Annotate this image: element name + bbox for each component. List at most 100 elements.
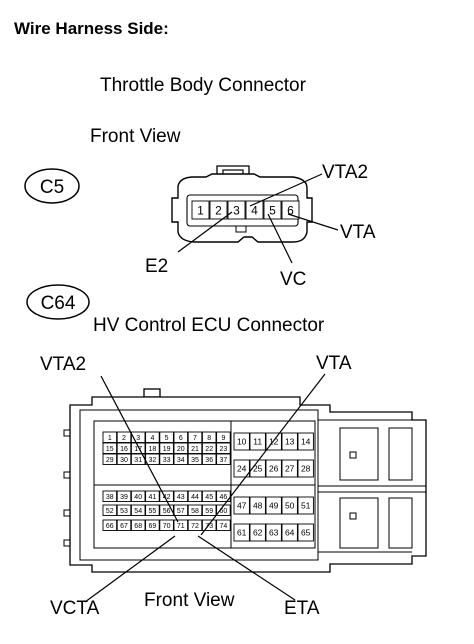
svg-text:31: 31 bbox=[134, 457, 142, 464]
c5-pin-6: 6 bbox=[281, 200, 300, 220]
svg-text:4: 4 bbox=[150, 435, 154, 442]
svg-text:46: 46 bbox=[220, 494, 228, 501]
c64-pin-43: 43 bbox=[173, 490, 189, 502]
svg-text:15: 15 bbox=[106, 446, 114, 453]
c64-pin-65: 65 bbox=[297, 523, 314, 542]
svg-text:37: 37 bbox=[220, 457, 228, 464]
c5-pin-1: 1 bbox=[191, 200, 210, 220]
c64-pin-74: 74 bbox=[216, 519, 231, 531]
c64-vta-label: VTA bbox=[316, 353, 352, 374]
c64-pin-71: 71 bbox=[173, 519, 189, 531]
svg-text:3: 3 bbox=[136, 435, 140, 442]
svg-text:30: 30 bbox=[120, 457, 128, 464]
c64-id-badge bbox=[26, 284, 90, 320]
svg-text:67: 67 bbox=[120, 523, 128, 530]
svg-text:32: 32 bbox=[149, 457, 157, 464]
c64-pin-70: 70 bbox=[159, 519, 174, 531]
svg-text:50: 50 bbox=[285, 501, 295, 511]
svg-text:39: 39 bbox=[120, 494, 128, 501]
svg-text:34: 34 bbox=[177, 457, 185, 464]
svg-text:48: 48 bbox=[253, 501, 263, 511]
c64-pin-26: 26 bbox=[265, 459, 282, 478]
svg-text:2: 2 bbox=[122, 435, 126, 442]
svg-text:12: 12 bbox=[269, 437, 279, 447]
svg-text:8: 8 bbox=[207, 435, 211, 442]
c64-pin-21: 21 bbox=[187, 442, 203, 454]
ecu-front-view-label: Front View bbox=[144, 590, 235, 611]
svg-text:27: 27 bbox=[285, 464, 295, 474]
c64-pin-64: 64 bbox=[281, 523, 298, 542]
svg-text:29: 29 bbox=[106, 457, 114, 464]
c64-pin-5: 5 bbox=[159, 431, 174, 443]
svg-text:16: 16 bbox=[120, 446, 128, 453]
svg-text:45: 45 bbox=[205, 494, 213, 501]
svg-text:26: 26 bbox=[269, 464, 279, 474]
svg-text:44: 44 bbox=[191, 494, 199, 501]
c64-pin-54: 54 bbox=[130, 504, 146, 516]
svg-text:61: 61 bbox=[237, 528, 247, 538]
svg-text:2: 2 bbox=[215, 203, 222, 217]
svg-text:53: 53 bbox=[120, 508, 128, 515]
c64-pin-33: 33 bbox=[159, 453, 174, 465]
c64-pin-14: 14 bbox=[297, 432, 314, 451]
c64-pin-57: 57 bbox=[173, 504, 189, 516]
c64-pin-44: 44 bbox=[187, 490, 203, 502]
c64-leader-lines bbox=[84, 373, 326, 603]
svg-text:1: 1 bbox=[197, 203, 204, 217]
c5-pin-3: 3 bbox=[227, 200, 246, 220]
c64-pin-15: 15 bbox=[102, 442, 118, 454]
throttle-connector-title: Throttle Body Connector bbox=[100, 75, 307, 96]
svg-text:57: 57 bbox=[177, 508, 185, 515]
svg-text:51: 51 bbox=[301, 501, 311, 511]
c64-pin-47: 47 bbox=[233, 496, 250, 515]
c64-pin-27: 27 bbox=[281, 459, 298, 478]
svg-text:13: 13 bbox=[285, 437, 295, 447]
c64-pin-61: 61 bbox=[233, 523, 250, 542]
c64-pin-39: 39 bbox=[116, 490, 132, 502]
svg-text:19: 19 bbox=[163, 446, 171, 453]
c64-pin-62: 62 bbox=[249, 523, 266, 542]
c64-pin-66: 66 bbox=[102, 519, 118, 531]
svg-text:70: 70 bbox=[163, 523, 171, 530]
svg-text:60: 60 bbox=[220, 508, 228, 515]
c64-pin-49: 49 bbox=[265, 496, 282, 515]
c64-pin-51: 51 bbox=[297, 496, 314, 515]
c64-pin-23: 23 bbox=[216, 442, 231, 454]
c64-pin-9: 9 bbox=[216, 431, 231, 443]
c64-pin-20: 20 bbox=[173, 442, 189, 454]
c64-pin-48: 48 bbox=[249, 496, 266, 515]
svg-text:6: 6 bbox=[287, 203, 294, 217]
c64-pin-68: 68 bbox=[130, 519, 146, 531]
svg-text:66: 66 bbox=[106, 523, 114, 530]
ecu-connector-title: HV Control ECU Connector bbox=[93, 315, 325, 336]
c64-pin-50: 50 bbox=[281, 496, 298, 515]
c5-vc-label: VC bbox=[280, 269, 306, 290]
page-heading: Wire Harness Side: bbox=[14, 19, 169, 38]
svg-text:71: 71 bbox=[177, 523, 185, 530]
svg-text:24: 24 bbox=[237, 464, 247, 474]
throttle-front-view-label: Front View bbox=[90, 126, 181, 147]
c64-pin-52: 52 bbox=[102, 504, 118, 516]
svg-text:3: 3 bbox=[233, 203, 240, 217]
c5-leader-lines bbox=[177, 173, 339, 264]
svg-text:69: 69 bbox=[149, 523, 157, 530]
c64-pin-4: 4 bbox=[145, 431, 160, 443]
c64-eta-label: ETA bbox=[284, 598, 320, 619]
svg-text:65: 65 bbox=[301, 528, 311, 538]
svg-text:40: 40 bbox=[134, 494, 142, 501]
svg-text:49: 49 bbox=[269, 501, 279, 511]
svg-text:54: 54 bbox=[134, 508, 142, 515]
c64-pin-10: 10 bbox=[233, 432, 250, 451]
svg-text:5: 5 bbox=[165, 435, 169, 442]
svg-text:25: 25 bbox=[253, 464, 263, 474]
c64-pin-7: 7 bbox=[187, 431, 203, 443]
c64-pin-17: 17 bbox=[130, 442, 146, 454]
c64-pin-53: 53 bbox=[116, 504, 132, 516]
c64-pin-28: 28 bbox=[297, 459, 314, 478]
c64-vta2-label: VTA2 bbox=[40, 354, 86, 375]
svg-text:43: 43 bbox=[177, 494, 185, 501]
c64-id-label: C64 bbox=[41, 293, 76, 314]
svg-text:68: 68 bbox=[134, 523, 142, 530]
svg-text:72: 72 bbox=[191, 523, 199, 530]
c5-vta-label: VTA bbox=[340, 222, 376, 243]
